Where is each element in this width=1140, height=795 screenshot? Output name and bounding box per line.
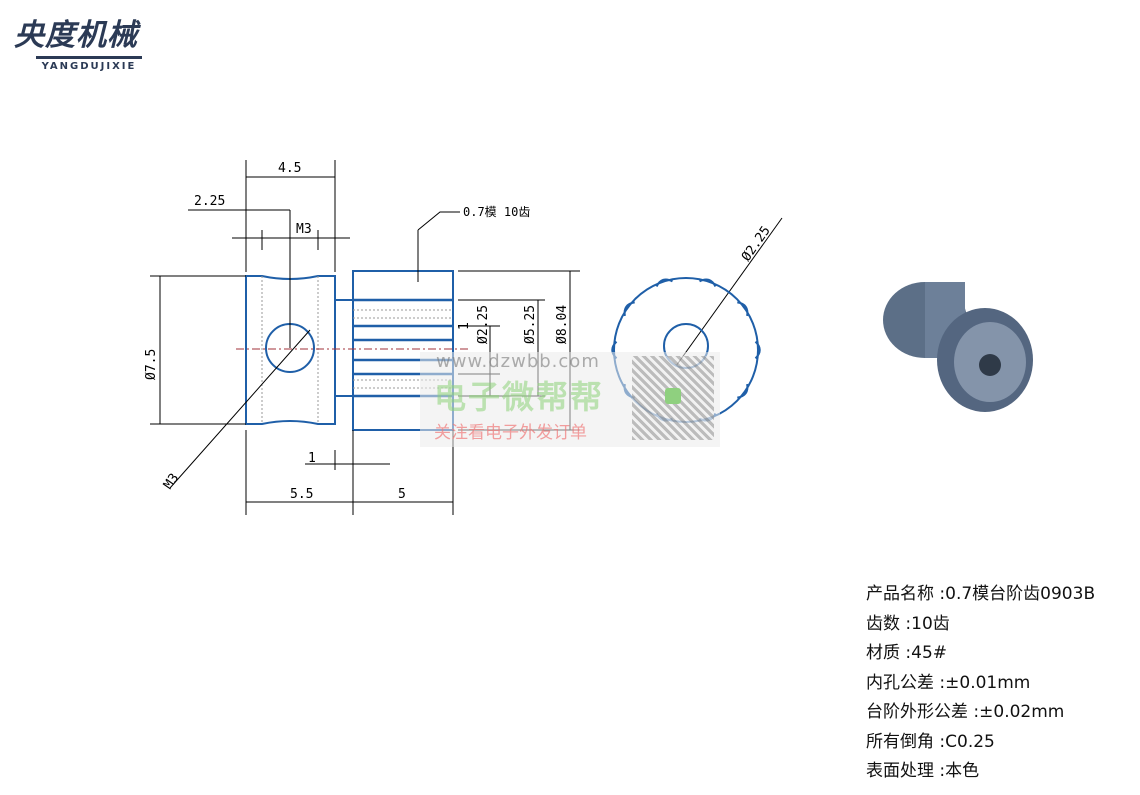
gear-tooth	[754, 340, 761, 360]
gear-tooth	[737, 383, 749, 399]
spec-row: 材质 :45#	[866, 643, 948, 663]
gear-tooth	[655, 278, 673, 287]
spec-row: 齿数 :10齿	[866, 613, 950, 634]
spec-value: 45#	[911, 643, 948, 663]
spec-row: 台阶外形公差 :±0.02mm	[866, 702, 1065, 722]
spec-value: C0.25	[945, 731, 995, 752]
watermark-url: www.dzwbb.com	[436, 351, 600, 372]
spec-label: 产品名称	[866, 584, 934, 604]
spec-value: 本色	[945, 761, 980, 781]
spec-label: 所有倒角	[866, 731, 934, 752]
hub-outline	[245, 275, 336, 425]
spec-label: 内孔公差	[866, 672, 934, 693]
gear-3d-render	[883, 282, 1033, 412]
dim-root-diameter: Ø5.25	[523, 305, 538, 344]
logo-name-cn: 央度机械	[14, 18, 138, 53]
dim-tip-diameter: Ø8.04	[555, 305, 570, 344]
logo-name-en: YANGDUJIXIE	[41, 61, 137, 72]
spec-label: 齿数	[866, 613, 900, 634]
watermark-subtitle: 关注看电子外发订单	[434, 423, 587, 443]
dim-hole-position: 2.25	[194, 194, 225, 209]
spec-list: 产品名称 :0.7模台阶齿0903B 齿数 :10齿材质 :45# 内孔公差 :±0…	[866, 580, 1095, 787]
dim-front-bore: Ø2.25	[739, 224, 774, 265]
spec-row: 表面处理 :本色	[866, 761, 980, 781]
qr-logo-icon	[665, 388, 681, 404]
spec-label: 材质	[866, 643, 900, 663]
spec-value: 10齿	[911, 613, 950, 634]
company-logo: 央度机械 YANGDUJIXIE	[14, 10, 164, 72]
dim-bore-diameter: Ø2.25	[476, 305, 491, 344]
dim-thread-side: M3	[161, 471, 182, 492]
logo-divider	[36, 56, 142, 59]
dim-step: 1	[457, 322, 472, 330]
dim-thread-top: M3	[296, 222, 312, 237]
dim-hub-length: 4.5	[278, 161, 301, 176]
gear-module-note: 0.7模 10齿	[463, 205, 530, 219]
gear-outline	[352, 270, 454, 431]
gear-tooth	[623, 301, 635, 317]
spec-label: 表面处理	[866, 761, 934, 781]
dimension-lines	[150, 160, 783, 515]
dim-shoulder: 1	[308, 451, 316, 466]
dim-gear-width: 5	[398, 487, 406, 502]
spec-row: 所有倒角 :C0.25	[866, 731, 995, 752]
watermark-title: 电子微帮帮	[434, 378, 605, 416]
dim-hub-width: 5.5	[290, 487, 313, 502]
spec-value: 0.7模台阶齿0903B	[945, 584, 1096, 604]
spec-row: 产品名称 :0.7模台阶齿0903B	[866, 584, 1096, 604]
spec-value: ±0.01mm	[945, 672, 1031, 693]
gear-tooth	[699, 278, 717, 287]
spec-row: 内孔公差 :±0.01mm	[866, 672, 1031, 693]
spec-label: 台阶外形公差	[866, 702, 968, 722]
dim-outer-diameter: Ø7.5	[144, 349, 159, 380]
gear-tooth	[737, 301, 749, 317]
spec-value: ±0.02mm	[979, 702, 1065, 722]
